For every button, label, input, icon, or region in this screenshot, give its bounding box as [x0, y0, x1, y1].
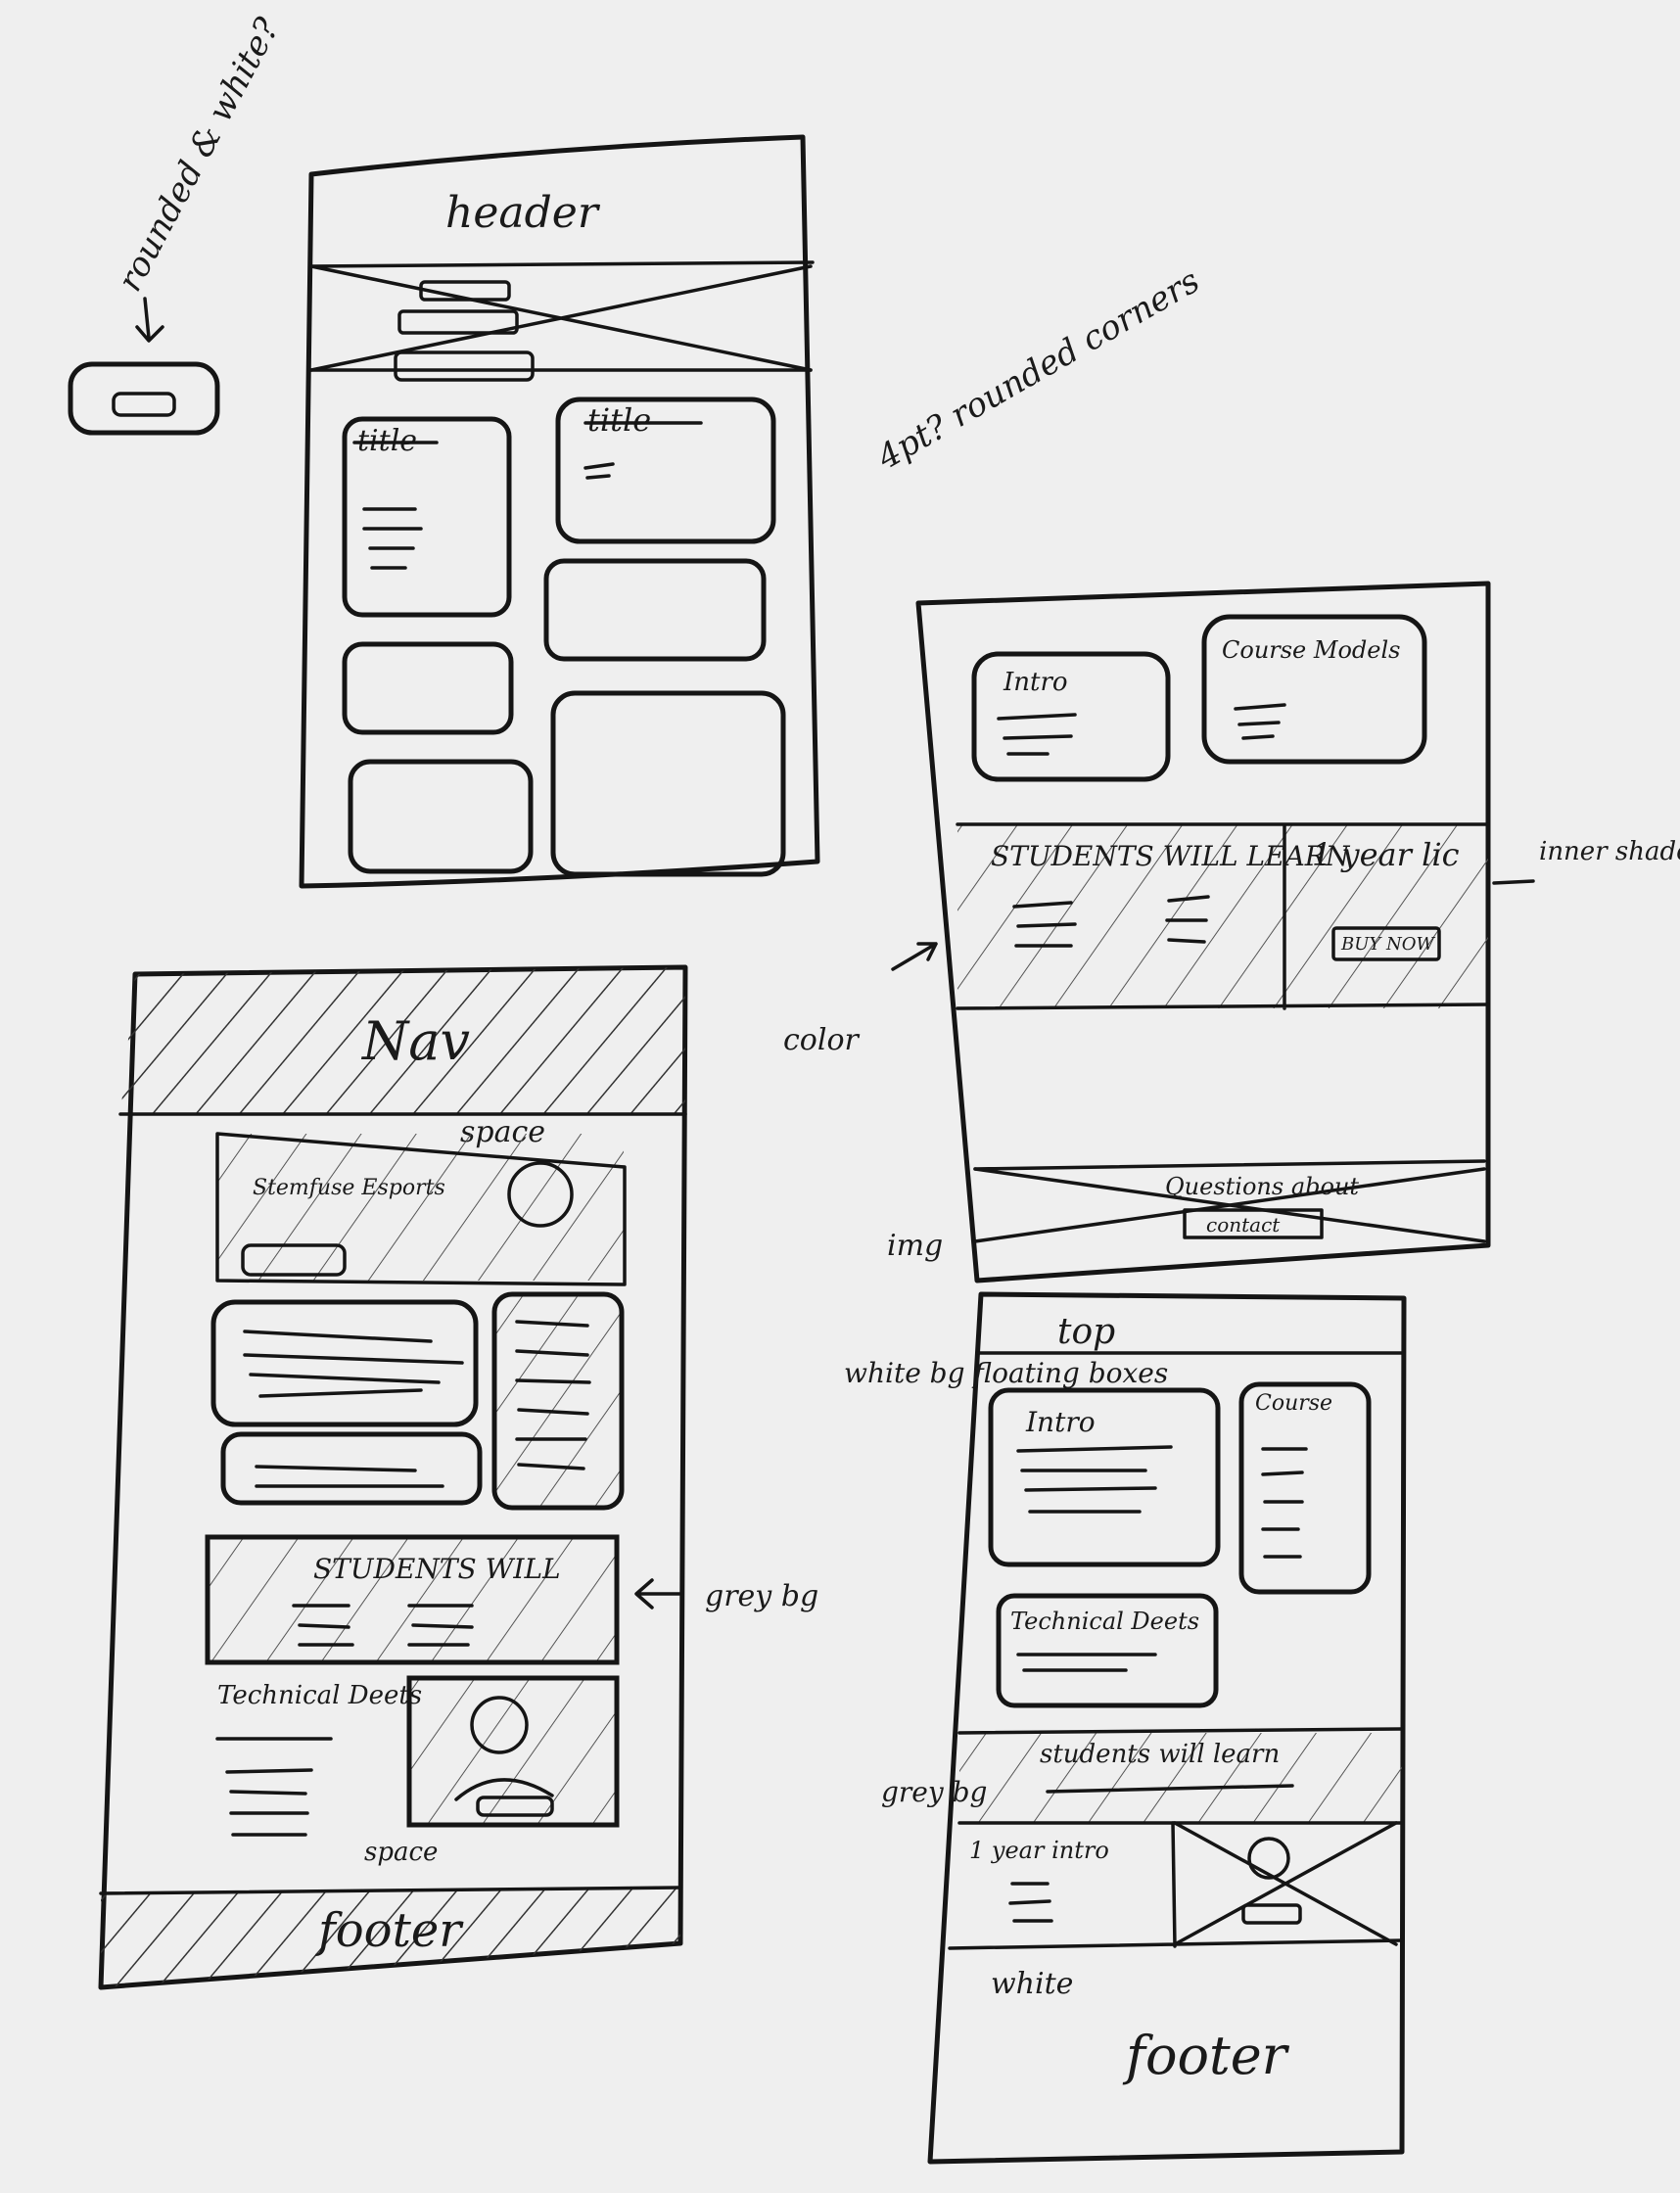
sketch-1-title-2: title — [587, 401, 651, 439]
sketch-4-intro-card — [988, 1387, 1221, 1567]
sketch-3-one-year-lic: 1 year lic — [1312, 836, 1460, 873]
sketch-4-annotation-white-bg: white bg floating boxes — [844, 1357, 1168, 1389]
sketch-4-course-card — [1238, 1381, 1372, 1595]
sketch-1-header-label: header — [445, 188, 601, 238]
sketch-4-grey-band — [959, 1733, 1402, 1823]
sketch-4-intro: Intro — [1025, 1406, 1096, 1438]
sketch-2-space-bottom: space — [364, 1838, 438, 1867]
sketch-4-students-will-learn: students will learn — [1040, 1740, 1280, 1769]
sketch-4-frame — [927, 1291, 1407, 2165]
sketch-3-buy-now-button — [1331, 926, 1441, 961]
sketch-2-students-will-section — [205, 1534, 620, 1665]
sketch-3-questions: Questions about — [1165, 1173, 1359, 1200]
sketch-4-one-year-intro: 1 year intro — [969, 1837, 1109, 1864]
sketch-3-intro-card — [971, 651, 1171, 782]
sketch-3-buy-now: BUY NOW — [1340, 934, 1436, 955]
sketch-4-white: white — [991, 1967, 1073, 2001]
sketch-3-contact-button — [1183, 1208, 1324, 1239]
sketch-2-footer-label: footer — [315, 1903, 464, 1958]
sketch-3-annotation-img: img — [887, 1229, 943, 1263]
annotation-rounded-corners: 4pt? rounded corners — [870, 261, 1207, 478]
sketch-2-side-box — [491, 1291, 625, 1511]
sketch-4-top: top — [1057, 1312, 1115, 1352]
sketch-2-annotation-grey: grey bg — [705, 1579, 818, 1613]
sketch-3-course-models: Course Models — [1222, 636, 1400, 664]
sketch-3-layout: Intro Course Models STUDENTS WILL LEARN … — [783, 581, 1680, 1283]
sketch-4-layout: top white bg floating boxes Intro Course… — [844, 1291, 1407, 2165]
sketch-2-content-box-1 — [210, 1299, 479, 1427]
sketch-2-content-box-2 — [220, 1431, 483, 1506]
sketch-4-course: Course — [1255, 1391, 1332, 1416]
sketch-3-color-band — [957, 824, 1488, 1008]
rounded-button-annotation: rounded & white? — [68, 11, 288, 436]
sketch-2-layout: Nav space Stemfuse Esports STUDENTS WILL… — [98, 964, 818, 1990]
sketch-3-annotation-inner-shadow: inner shadow — [1539, 837, 1680, 866]
sketch-3-frame — [915, 581, 1491, 1283]
annotation-rounded-white: rounded & white? — [111, 11, 288, 298]
sketch-3-students-will-learn: STUDENTS WILL LEARN — [991, 840, 1351, 872]
sketch-3-annotation-color: color — [783, 1023, 861, 1057]
sketch-2-technical-deets: Technical Deets — [217, 1681, 422, 1710]
sketch-4-technical-deets: Technical Deets — [1010, 1608, 1199, 1635]
sketch-2-hero-text: Stemfuse Esports — [253, 1176, 445, 1200]
sketch-3-contact: contact — [1206, 1213, 1281, 1236]
sketch-3-intro: Intro — [1003, 668, 1068, 697]
sketch-2-students-will: STUDENTS WILL — [313, 1553, 561, 1585]
sketch-1-frame — [299, 134, 820, 889]
sketch-4-technical-deets-card — [996, 1593, 1219, 1708]
sketch-4-footer: footer — [1122, 2025, 1290, 2086]
sketch-1-layout: header title title — [299, 134, 820, 889]
sketch-3-course-card — [1201, 614, 1427, 765]
sketch-4-annotation-grey: grey bg — [881, 1776, 987, 1808]
sketch-2-nav-label: Nav — [360, 1010, 470, 1072]
